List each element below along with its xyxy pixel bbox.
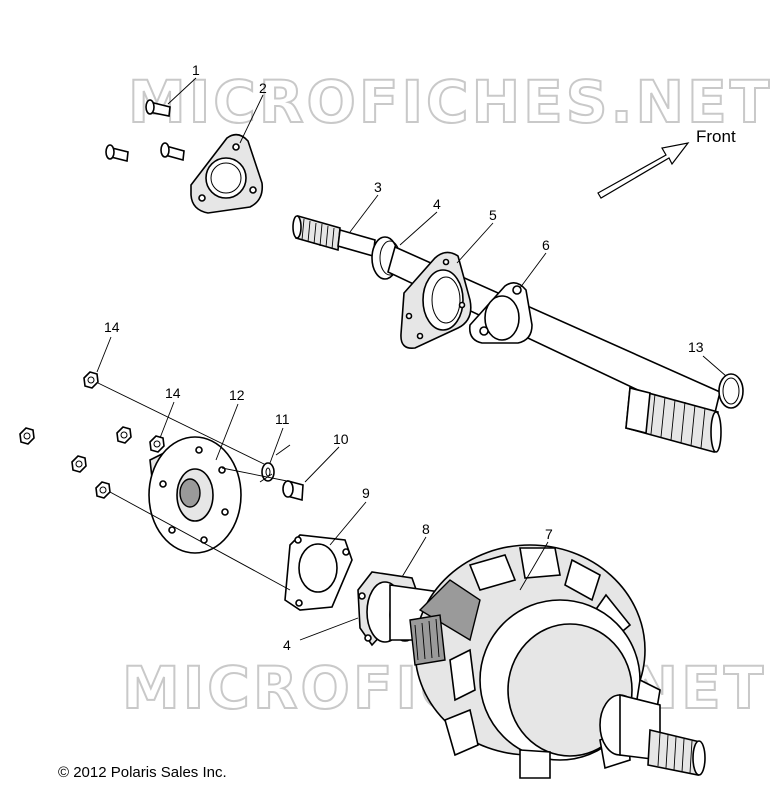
callout-8: 8 — [422, 521, 430, 537]
callout-9: 9 — [362, 485, 370, 501]
watermark-top: MICROFICHES.NET — [128, 68, 772, 136]
callout-5: 5 — [489, 207, 497, 223]
track-drive-sprocket-icon — [409, 544, 706, 779]
callout-7: 7 — [545, 526, 553, 542]
callout-14-top: 14 — [104, 319, 120, 335]
o-ring-icon — [718, 373, 744, 409]
copyright-text: © 2012 Polaris Sales Inc. — [58, 764, 227, 781]
drive-shaft-icon — [292, 214, 722, 454]
callout-13: 13 — [688, 339, 704, 355]
callout-4-bottom: 4 — [283, 637, 291, 653]
callout-2: 2 — [259, 80, 267, 96]
bearing-flange-icon — [400, 251, 472, 350]
callout-4: 4 — [433, 196, 441, 212]
plug-icon — [282, 479, 304, 502]
flange-plate-icon — [190, 133, 264, 214]
callout-10: 10 — [333, 431, 349, 447]
callout-labels: 1 2 3 4 5 6 13 14 12 14 11 10 9 8 7 4 — [104, 62, 704, 653]
front-label: Front — [696, 127, 736, 146]
leader-lines — [96, 77, 727, 641]
front-arrow-icon — [597, 142, 690, 199]
callout-1: 1 — [192, 62, 200, 78]
gasket-icon — [468, 282, 533, 344]
callout-12: 12 — [229, 387, 245, 403]
callout-11: 11 — [275, 411, 290, 427]
nut-icon — [19, 371, 165, 499]
callout-6: 6 — [542, 237, 550, 253]
callout-3: 3 — [374, 179, 382, 195]
bolt-icon — [105, 99, 185, 162]
callout-14-mid: 14 — [165, 385, 181, 401]
hub-plate-icon — [148, 436, 242, 554]
cover-gasket-icon — [284, 534, 353, 611]
